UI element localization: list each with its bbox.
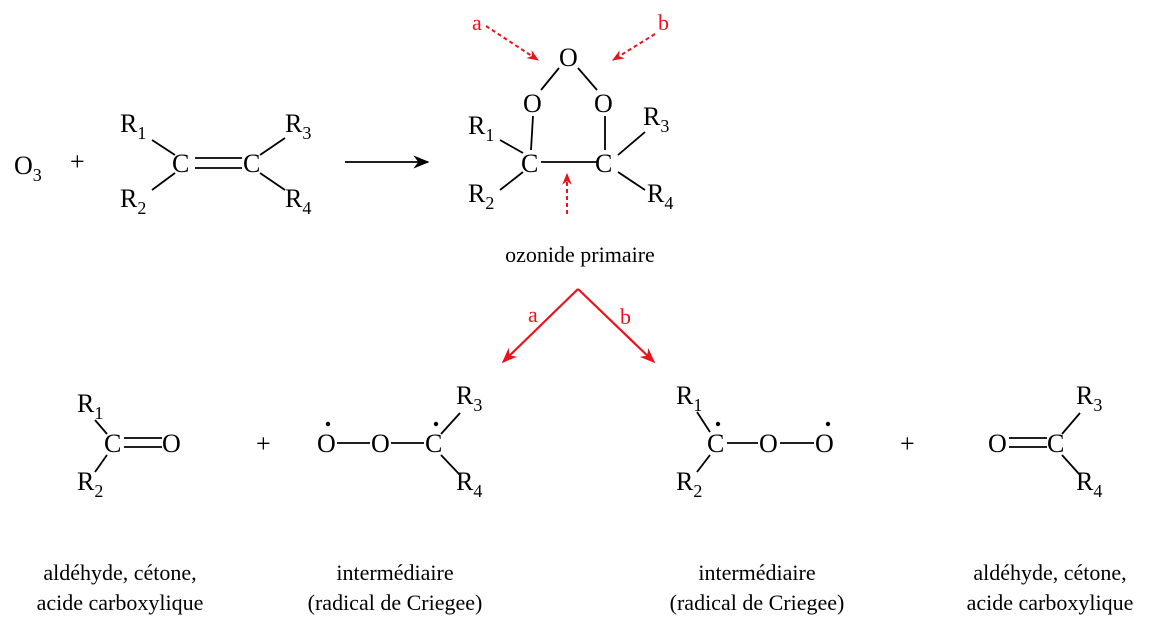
plus-sign: + bbox=[900, 429, 915, 458]
svg-text:R3: R3 bbox=[1076, 381, 1102, 415]
svg-text:R1: R1 bbox=[120, 109, 146, 143]
svg-text:C: C bbox=[243, 149, 260, 178]
svg-text:O: O bbox=[371, 429, 390, 458]
branch-arrow-b bbox=[577, 288, 656, 364]
svg-text:R1: R1 bbox=[77, 389, 103, 423]
cleavage-arrow-b bbox=[611, 33, 656, 61]
svg-text:C: C bbox=[1047, 429, 1064, 458]
product-carbonyl-right: O C R3 R4 bbox=[988, 381, 1102, 501]
caption-carbonyl-right-2: acide carboxylique bbox=[967, 590, 1134, 615]
svg-text:R2: R2 bbox=[468, 179, 494, 213]
svg-text:R1: R1 bbox=[468, 111, 494, 145]
svg-text:R4: R4 bbox=[285, 184, 311, 218]
svg-text:C: C bbox=[172, 149, 189, 178]
caption-criegee-right-2: (radical de Criegee) bbox=[670, 590, 845, 615]
svg-text:R4: R4 bbox=[456, 467, 482, 501]
caption-criegee-left-2: (radical de Criegee) bbox=[308, 590, 483, 615]
criegee-radical-left: O O C R3 R4 bbox=[317, 381, 482, 501]
path-b-label: b bbox=[620, 304, 631, 329]
svg-text:R2: R2 bbox=[120, 184, 146, 218]
plus-sign: + bbox=[256, 429, 271, 458]
svg-text:R3: R3 bbox=[456, 381, 482, 415]
svg-text:O: O bbox=[559, 43, 578, 72]
path-a-label-top: a bbox=[472, 10, 482, 35]
path-b-label-top: b bbox=[658, 10, 669, 35]
plus-sign: + bbox=[70, 147, 85, 176]
svg-text:C: C bbox=[521, 149, 538, 178]
svg-text:O: O bbox=[162, 429, 181, 458]
svg-text:C: C bbox=[707, 429, 724, 458]
svg-text:R3: R3 bbox=[285, 109, 311, 143]
svg-text:O: O bbox=[759, 429, 778, 458]
reactant-ozone: O3 bbox=[14, 151, 42, 185]
svg-text:O: O bbox=[523, 89, 542, 118]
svg-text:R1: R1 bbox=[676, 381, 702, 415]
caption-carbonyl-right-1: aldéhyde, cétone, bbox=[973, 560, 1126, 585]
svg-text:O3: O3 bbox=[14, 151, 42, 185]
ozonide-label: ozonide primaire bbox=[505, 242, 655, 267]
svg-text:O: O bbox=[594, 89, 613, 118]
svg-text:R4: R4 bbox=[647, 179, 673, 213]
svg-text:O: O bbox=[988, 429, 1007, 458]
branch-arrow-a bbox=[501, 288, 579, 364]
product-carbonyl-left: R1 R2 C O bbox=[77, 389, 181, 501]
caption-carbonyl-left-2: acide carboxylique bbox=[37, 590, 204, 615]
svg-text:O: O bbox=[815, 429, 834, 458]
svg-text:C: C bbox=[595, 149, 612, 178]
svg-text:R2: R2 bbox=[77, 467, 103, 501]
primary-ozonide: O O O C C R1 R2 R3 R4 bbox=[468, 43, 673, 213]
criegee-radical-right: R1 R2 C O O bbox=[676, 381, 834, 501]
reactant-alkene: R1 R2 C C R3 R4 bbox=[120, 109, 311, 218]
svg-text:R3: R3 bbox=[643, 102, 669, 136]
svg-text:C: C bbox=[425, 429, 442, 458]
svg-text:R4: R4 bbox=[1076, 467, 1102, 501]
caption-criegee-left-1: intermédiaire bbox=[336, 560, 453, 585]
svg-text:C: C bbox=[104, 429, 121, 458]
path-a-label: a bbox=[528, 302, 538, 327]
caption-criegee-right-1: intermédiaire bbox=[698, 560, 815, 585]
svg-text:R2: R2 bbox=[676, 467, 702, 501]
caption-carbonyl-left-1: aldéhyde, cétone, bbox=[43, 560, 196, 585]
svg-text:O: O bbox=[317, 429, 336, 458]
cleavage-arrow-a bbox=[485, 25, 540, 61]
